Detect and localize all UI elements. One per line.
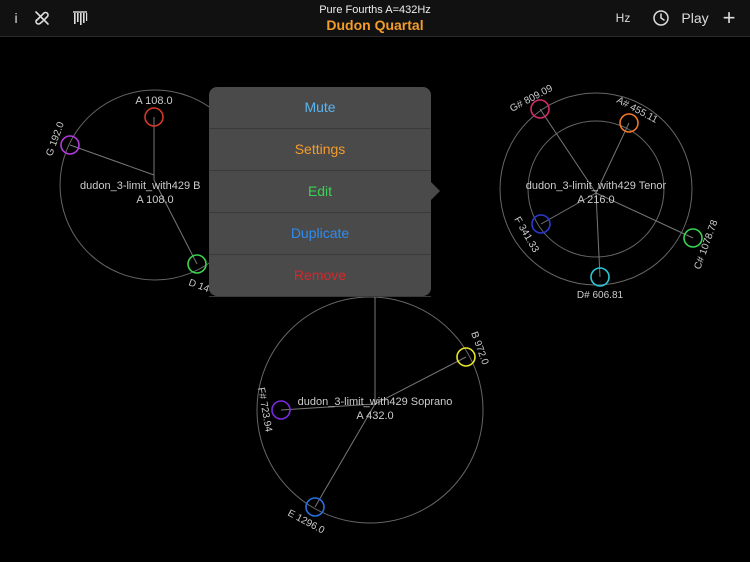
note-node[interactable] [187, 254, 207, 274]
duplicate-menu-item[interactable]: Duplicate [209, 213, 431, 255]
voice-soprano[interactable]: B 972.0 F# 723.94 E 1296.0 dudon_3-limit… [255, 295, 490, 537]
note-node[interactable] [144, 107, 164, 127]
info-button[interactable]: i [14, 10, 18, 26]
add-voice-button[interactable]: + [722, 5, 736, 30]
note-label: E 1296.0 [286, 508, 327, 537]
remove-menu-item[interactable]: Remove [209, 255, 431, 297]
voice-pitch: A 432.0 [356, 410, 393, 422]
edit-menu-item[interactable]: Edit [209, 171, 431, 213]
note-node[interactable] [60, 135, 80, 155]
voice-ring [256, 296, 484, 524]
note-node[interactable] [531, 214, 551, 234]
voice-pitch: A 216.0 [577, 194, 614, 206]
note-label: C# 1078.78 [692, 218, 720, 271]
voice-name: dudon_3-limit_with429 B [80, 180, 200, 192]
note-label: D 14 [187, 277, 211, 295]
note-node[interactable] [619, 113, 639, 133]
popover-arrow [431, 182, 440, 200]
voice-bass[interactable]: A 108.0 G 192.0 D 14 dudon_3-limit_with4… [44, 89, 251, 295]
note-label: A 108.0 [135, 95, 172, 107]
voice-pitch: A 108.0 [136, 194, 173, 206]
voice-name: dudon_3-limit_with429 Tenor [526, 180, 667, 192]
voice-action-popover: Mute Settings Edit Duplicate Remove [209, 87, 440, 297]
voice-ring-inner [527, 120, 665, 258]
note-node[interactable] [530, 99, 550, 119]
note-node[interactable] [271, 400, 291, 420]
note-node[interactable] [305, 497, 325, 517]
note-node[interactable] [590, 267, 610, 287]
play-button[interactable]: Play [681, 10, 709, 26]
top-toolbar: i Pure Fourths A=432Hz Dudon Quartal Hz … [0, 0, 750, 37]
note-node[interactable] [683, 228, 703, 248]
link-off-icon[interactable] [30, 0, 54, 36]
voices-canvas: A 108.0 G 192.0 D 14 dudon_3-limit_with4… [44, 83, 721, 537]
note-node[interactable] [456, 347, 476, 367]
voice-tenor[interactable]: G# 809.09 A# 455.11 F 341.33 C# 1078.78 … [499, 83, 721, 301]
note-label: D# 606.81 [577, 290, 624, 301]
voice-name: dudon_3-limit_with429 Soprano [298, 396, 453, 408]
pipes-icon[interactable] [68, 0, 92, 36]
tuning-subtitle: Pure Fourths A=432Hz [319, 4, 431, 16]
hz-button[interactable]: Hz [615, 11, 631, 25]
settings-menu-item[interactable]: Settings [209, 129, 431, 171]
clock-icon[interactable] [650, 0, 672, 36]
mute-menu-item[interactable]: Mute [209, 87, 431, 129]
page-title[interactable]: Dudon Quartal [326, 17, 424, 33]
